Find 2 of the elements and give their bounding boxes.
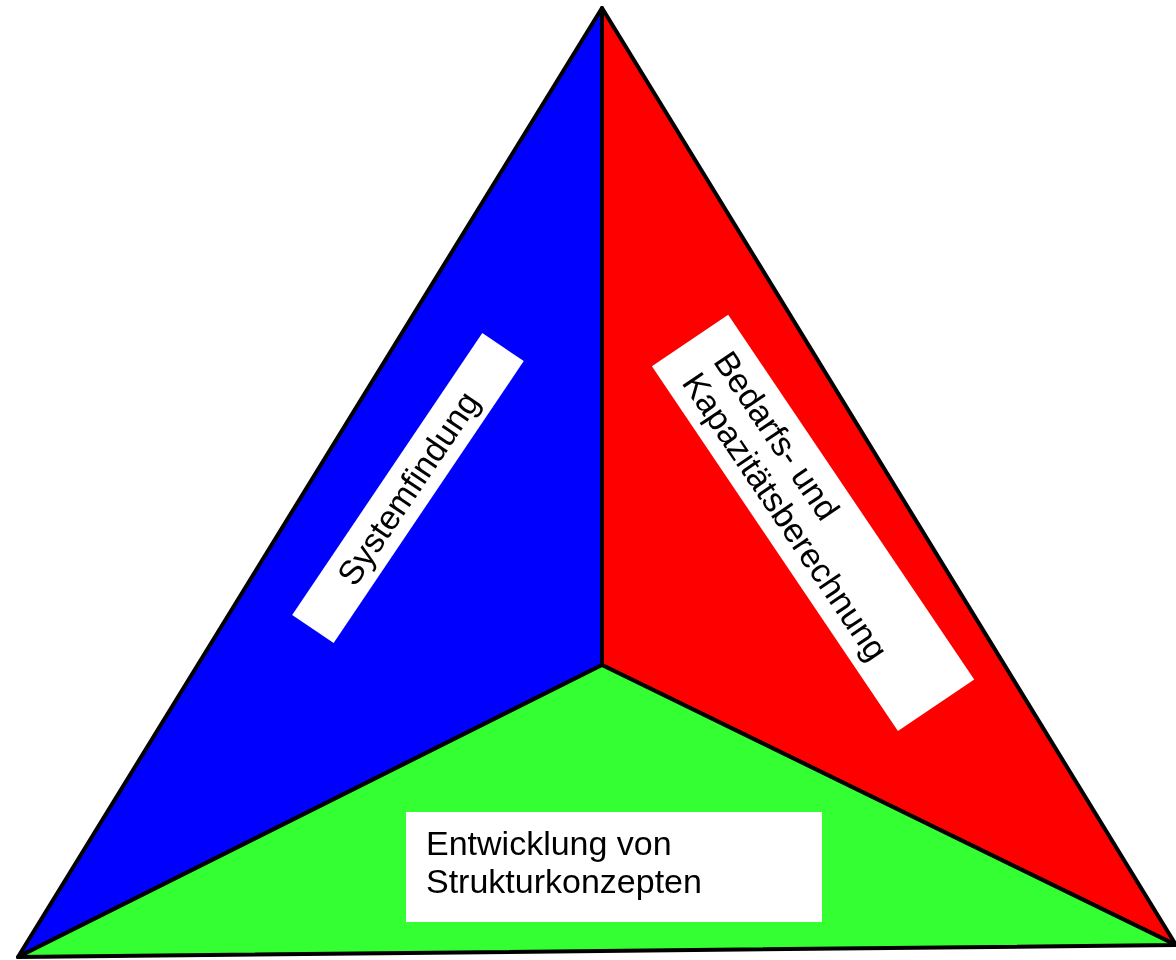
segment-label: Entwicklung von Strukturkonzepten xyxy=(406,812,822,922)
triangle-segment xyxy=(18,665,1176,957)
